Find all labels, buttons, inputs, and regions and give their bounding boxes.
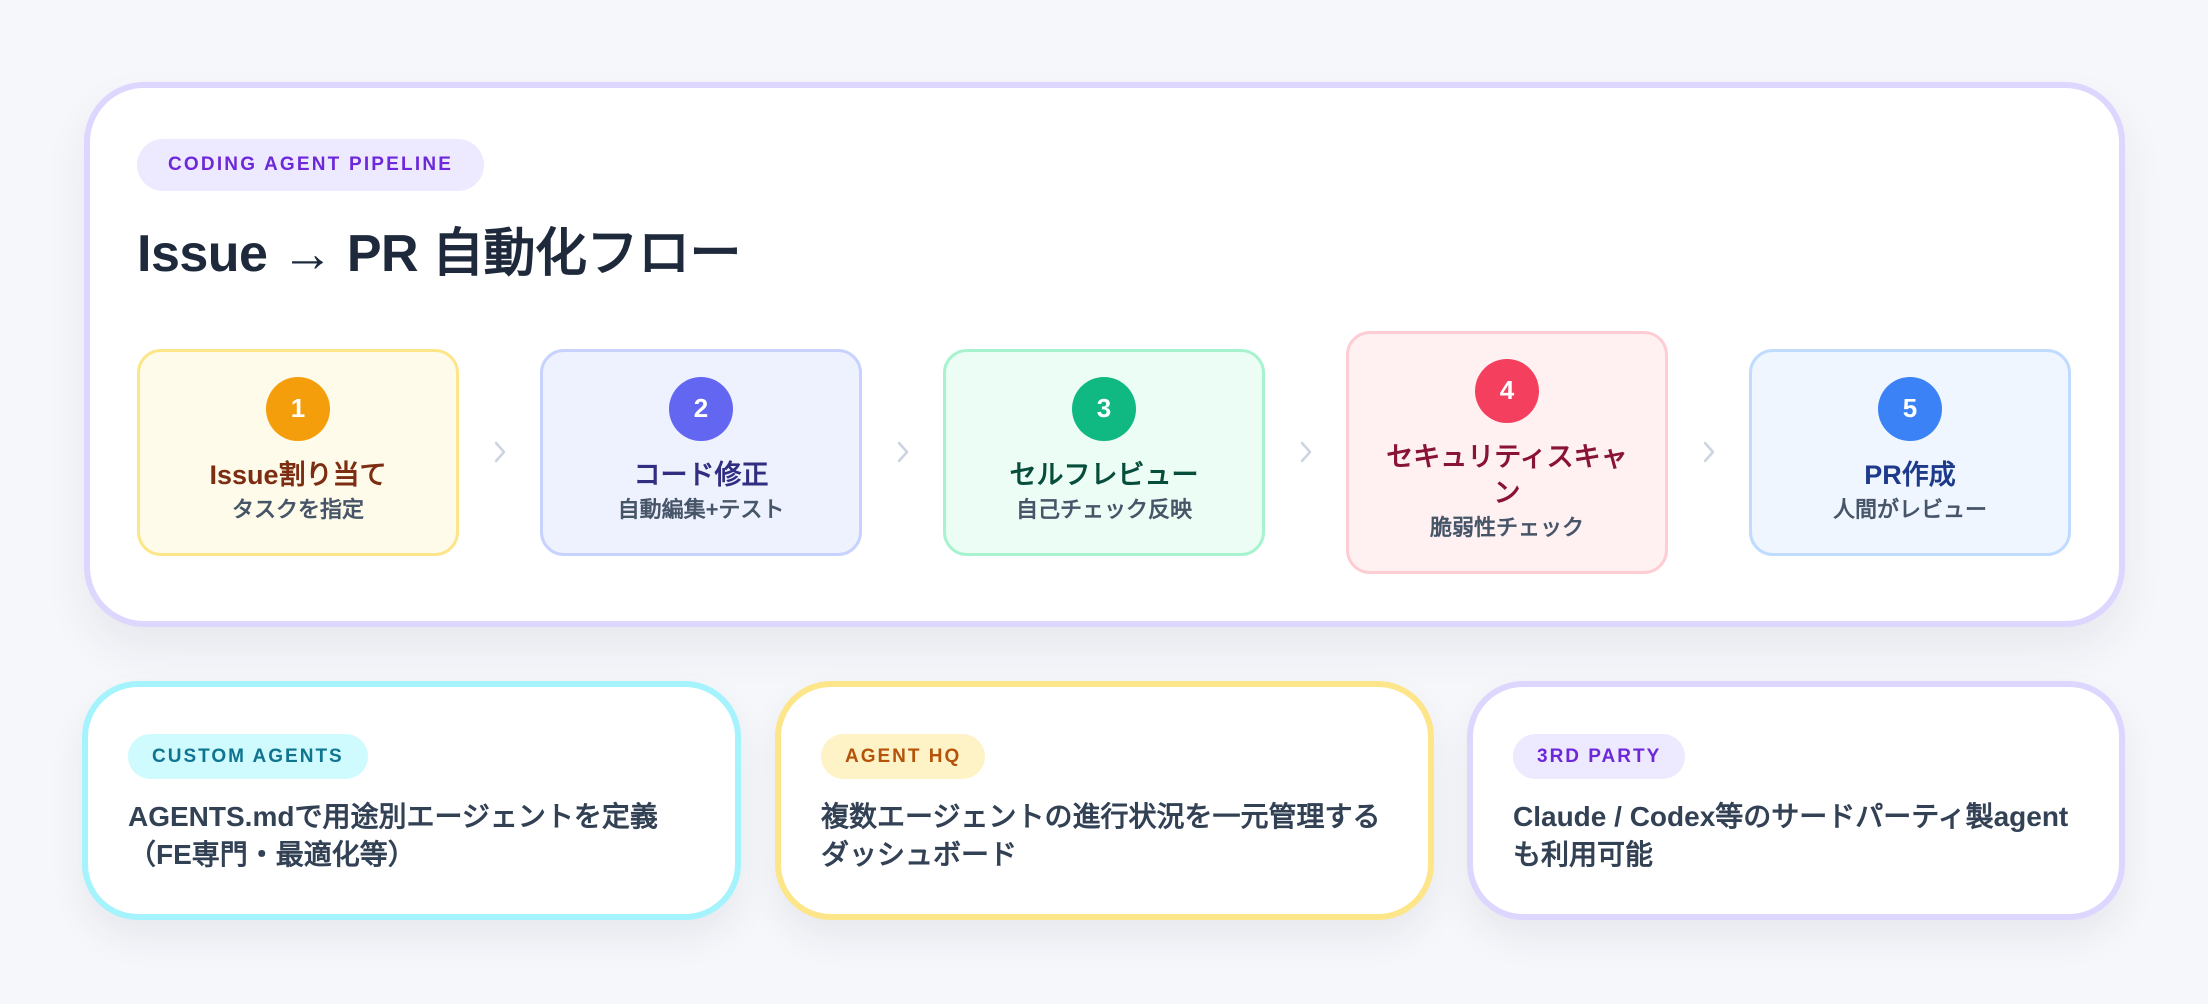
feature-badge: AGENT HQ [821, 734, 986, 779]
step-subtitle: タスクを指定 [231, 496, 364, 522]
step-number-badge: 1 [266, 376, 330, 441]
step-number-badge: 2 [669, 376, 733, 441]
chevron-right-icon [1300, 441, 1311, 463]
step-separator [1668, 440, 1749, 464]
chevron-right-icon [897, 441, 908, 463]
step-subtitle: 脆弱性チェック [1429, 514, 1584, 540]
feature-description: 複数エージェントの進行状況を一元管理する ダッシュボード [821, 798, 1388, 874]
feature-text-line: 複数エージェントの進行状況を一元管理する [821, 801, 1381, 832]
step-separator [862, 440, 943, 464]
step-number-badge: 5 [1878, 376, 1942, 441]
step-card-security-scan: 4 セキュリティスキャン 脆弱性チェック [1346, 330, 1668, 574]
step-title: コード修正 [633, 459, 769, 490]
step-card-pr-create: 5 PR作成 人間がレビュー [1749, 348, 2071, 556]
step-title: セルフレビュー [1009, 459, 1199, 490]
feature-badge: 3RD PARTY [1513, 734, 1686, 779]
step-subtitle: 人間がレビュー [1832, 496, 1987, 522]
step-title: Issue割り当て [209, 459, 387, 490]
step-number-badge: 4 [1475, 358, 1539, 423]
page-title: Issue → PR 自動化フロー [137, 225, 742, 283]
feature-description: Claude / Codex等のサードパーティ製agent も利用可能 [1513, 798, 2079, 874]
pipeline-badge: CODING AGENT PIPELINE [137, 139, 485, 191]
step-number-badge: 3 [1072, 376, 1136, 441]
pipeline-steps: 1 Issue割り当て タスクを指定 2 コード修正 自動編集+テスト 3 セル… [137, 327, 2071, 577]
feature-text-line: Claude / Codex等のサードパーティ製agent [1513, 801, 2069, 832]
step-subtitle: 自動編集+テスト [617, 496, 785, 522]
step-card-self-review: 3 セルフレビュー 自己チェック反映 [943, 348, 1265, 556]
feature-card-agent-hq: AGENT HQ 複数エージェントの進行状況を一元管理する ダッシュボード [775, 681, 1434, 920]
feature-badge: CUSTOM AGENTS [128, 734, 368, 779]
step-card-code-fix: 2 コード修正 自動編集+テスト [540, 348, 862, 556]
feature-description: AGENTS.mdで用途別エージェントを定義 （FE専門・最適化等） [128, 798, 695, 874]
feature-card-custom-agents: CUSTOM AGENTS AGENTS.mdで用途別エージェントを定義 （FE… [82, 681, 741, 920]
step-separator [1265, 440, 1346, 464]
step-title: セキュリティスキャン [1386, 441, 1628, 508]
feature-card-third-party: 3RD PARTY Claude / Codex等のサードパーティ製agent … [1467, 681, 2125, 920]
feature-text-line: （FE専門・最適化等） [128, 839, 416, 870]
feature-text-line: AGENTS.mdで用途別エージェントを定義 [128, 801, 658, 832]
step-separator [459, 440, 540, 464]
step-subtitle: 自己チェック反映 [1015, 496, 1192, 522]
pipeline-card: CODING AGENT PIPELINE Issue → PR 自動化フロー … [84, 82, 2125, 627]
feature-text-line: も利用可能 [1513, 839, 1654, 870]
feature-text-line: ダッシュボード [821, 839, 1018, 870]
chevron-right-icon [494, 441, 505, 463]
step-title: PR作成 [1864, 459, 1956, 490]
step-card-issue-assign: 1 Issue割り当て タスクを指定 [137, 348, 459, 556]
chevron-right-icon [1703, 441, 1714, 463]
